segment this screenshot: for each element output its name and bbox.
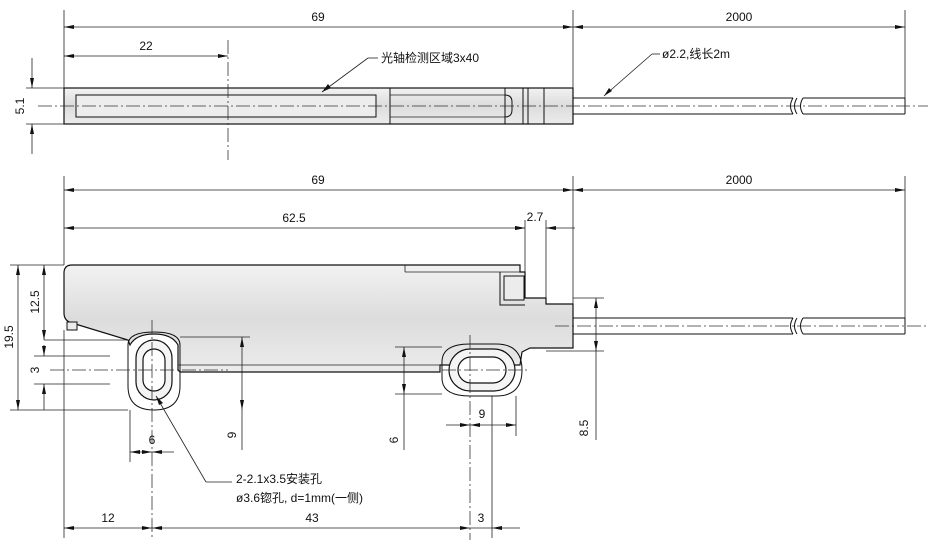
- dim-front-2000: 2000: [726, 173, 753, 187]
- dim-front-12-5: 12.5: [28, 290, 42, 314]
- dim-top-69: 69: [311, 10, 325, 24]
- note-detection-area: 光轴检测区域3x40: [381, 50, 479, 65]
- note-mount-hole: 2-2.1x3.5安装孔: [236, 471, 322, 486]
- dim-front-9-right: 9: [479, 407, 486, 421]
- dim-front-3-left: 3: [28, 366, 42, 373]
- dim-top-22: 22: [139, 39, 153, 53]
- clip-notch: [66, 321, 78, 331]
- dim-front-19-5: 19.5: [2, 325, 16, 349]
- front-view-body: [63, 264, 574, 373]
- dim-bottom-12: 12: [101, 511, 115, 525]
- left-mounting-hole: [127, 331, 181, 411]
- dim-front-6-left: 6: [149, 433, 156, 447]
- front-view-cable: [573, 317, 906, 335]
- dim-front-69: 69: [311, 173, 325, 187]
- note-cable-spec: ø2.2,线长2m: [662, 47, 730, 61]
- top-view-cable: [573, 97, 906, 115]
- dim-top-5-1: 5.1: [13, 97, 27, 114]
- dim-top-2000: 2000: [726, 10, 753, 24]
- dim-front-8-5: 8.5: [577, 419, 591, 436]
- dim-bottom-43: 43: [305, 511, 319, 525]
- step-block: [503, 275, 525, 301]
- dim-front-6-right: 6: [387, 436, 401, 443]
- dim-bottom-3: 3: [478, 511, 485, 525]
- dim-front-9-vertical: 9: [225, 431, 239, 438]
- dim-front-2-7: 2.7: [527, 210, 544, 224]
- top-view: 69 2000 22 5.1 光轴检测区域3x40 ø2.2,线长2m: [13, 10, 928, 160]
- front-view: 69 2000 62.5 2.7 19.5 12.5: [2, 173, 928, 540]
- note-counterbore: ø3.6锪孔, d=1mm(一侧): [236, 490, 363, 505]
- dim-front-62-5: 62.5: [282, 211, 306, 225]
